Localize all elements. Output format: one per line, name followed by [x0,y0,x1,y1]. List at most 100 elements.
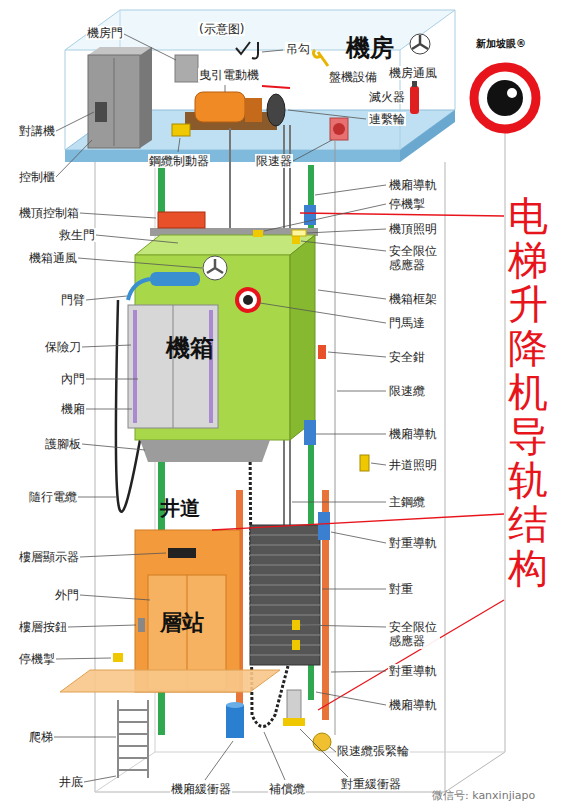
red-ring-dot [243,295,253,305]
part-label: 對重緩衝器 [340,777,402,791]
part-label: 限速纜張緊輪 [336,744,410,758]
part-label: 主鋼纜 [388,495,426,509]
red-ring [237,289,259,311]
landing-frame [135,530,240,692]
leader-line [96,235,178,243]
part-label: 救生門 [58,228,96,242]
call-button [138,618,145,632]
part-label: 機箱框架 [388,292,438,306]
door-operator [150,272,200,286]
safety-gear [318,345,326,359]
room-edge [455,10,456,110]
extinguisher [410,86,419,114]
part-label: 機頂控制箱 [18,206,80,220]
car-top-light [292,230,306,236]
leader-line [302,625,386,627]
sheave [267,94,285,126]
leader-line [78,497,116,498]
part-label: 機房通風 [388,66,438,80]
guide-shoe [318,512,330,540]
part-label: 機頂照明 [388,222,438,236]
part-label: 爬梯 [28,730,54,744]
part-label: 井道照明 [388,458,438,472]
part-label: 機廂導軌 [388,427,438,441]
fan-symbol [410,34,430,54]
part-label: 限速纜 [388,384,426,398]
vertical-title: 电梯升降机导轨结构 [508,194,548,590]
hook-symbol [252,42,258,59]
part-label: 安全限位感應器 [388,244,440,273]
leader-line [124,34,176,60]
part-label: 機廂 [60,402,86,416]
part-label: 停機掣 [388,197,426,211]
part-label: 安全鉗 [388,350,426,364]
door-split [173,305,174,428]
cabinet-seam [114,58,115,146]
car-top-control-box [158,212,205,228]
note-label: (示意图) [198,22,245,36]
stop-switch [253,230,263,237]
leader-line [80,553,166,557]
part-label: 樓層顯示器 [18,550,80,564]
leader-line [80,595,150,600]
leader-line [260,303,386,323]
door-edge [133,310,137,423]
part-label: 停機掣 [18,652,56,666]
part-label: 安全限位感應器 [388,620,440,649]
car-side [290,235,315,440]
part-label: 補償纜 [268,782,306,796]
counterweight [250,525,320,665]
leader-lines [54,34,386,782]
leader-line [82,345,131,347]
floor-slab-side [400,110,455,162]
part-label: 盤機設備 [328,70,378,84]
leader-line [316,692,386,705]
logo-text: 新加坡眼® [476,38,526,50]
logo-face [487,80,523,116]
leader-line [205,741,233,780]
leader-line [80,213,156,218]
part-label: 對重導軌 [388,664,438,678]
part-label: 樓層按鈕 [18,620,68,634]
part-label: 機廂導軌 [388,698,438,712]
part-label: 控制櫃 [18,170,56,184]
part-label: 曳引電動機 [198,68,260,82]
part-label: 吊勾 [285,42,311,56]
part-label: 內門 [60,372,86,386]
part-label: 護腳板 [44,437,82,451]
logo-ring [474,67,536,129]
shaft-edge [95,162,96,792]
leader-line [86,409,132,410]
traction-motor [195,92,245,122]
room-door [175,55,198,82]
leader-line [84,776,116,782]
rope-brake [172,124,190,136]
leader-line [337,391,386,392]
limit-sensor [292,236,300,244]
door-arm [128,279,150,300]
leader-line [54,737,116,738]
pit-ladder [118,700,148,778]
logo-eye [507,88,517,98]
shaft-edge [445,162,446,792]
pit-stop-switch [113,653,123,662]
part-label: 滅火器 [368,90,406,104]
leader-line [178,138,180,152]
leader-line [318,290,386,299]
annotation-line [318,600,504,710]
cabinet-side [140,47,152,148]
part-label: 機廂導軌 [388,178,438,192]
part-label: 限速器 [255,154,293,168]
leader-line [86,379,138,380]
region-label: 機房 [346,34,394,63]
leader-line [264,204,386,231]
fan-blades [207,259,223,273]
fan-blades [412,35,428,49]
governor [330,118,348,140]
limit-sensor [292,620,300,630]
shaft-edge [505,122,506,752]
leader-line [56,658,111,659]
region-label: 層站 [160,610,204,636]
